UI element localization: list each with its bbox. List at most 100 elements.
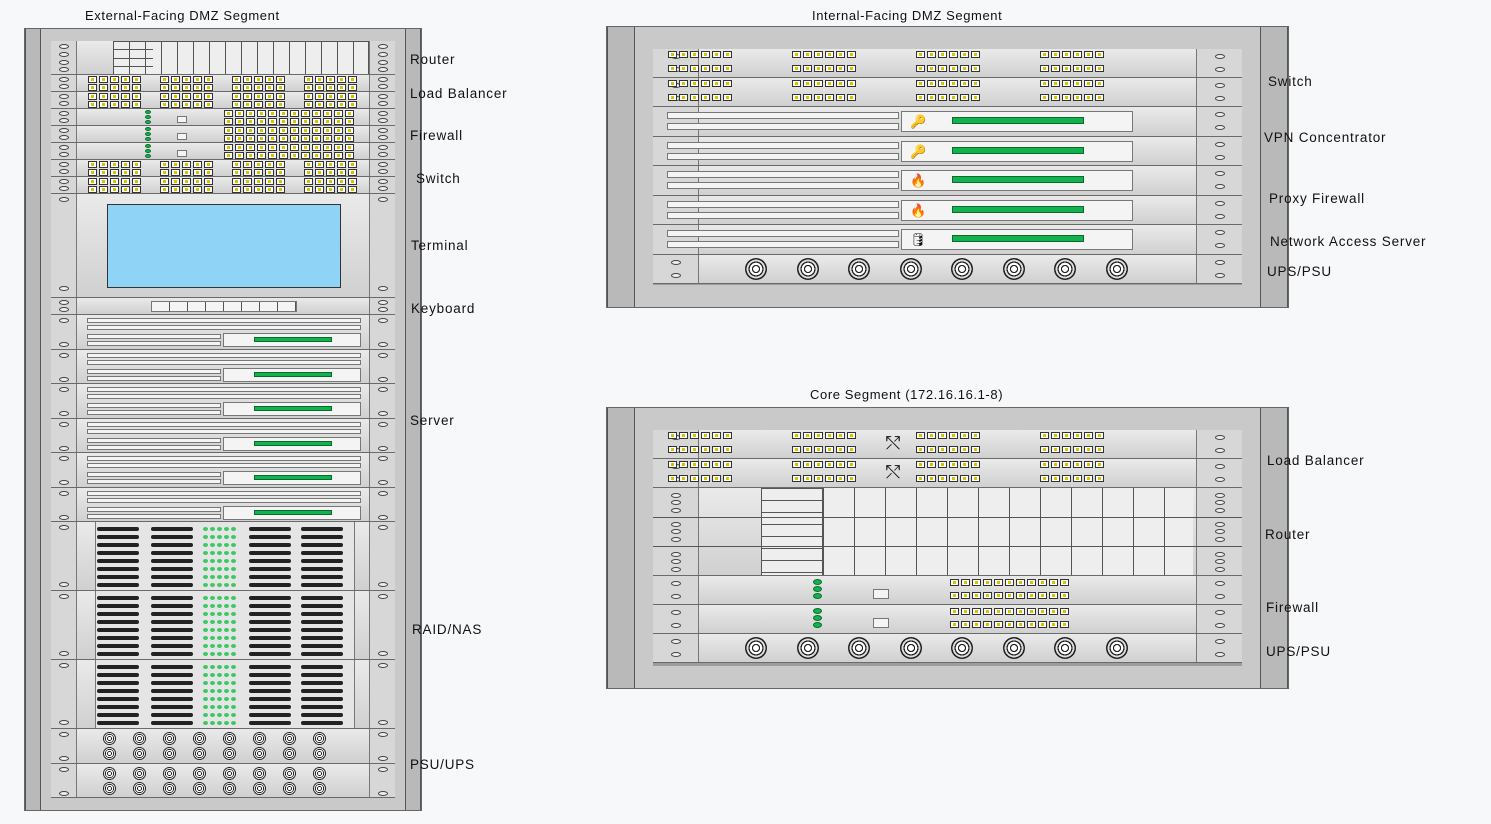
disk-slot [97, 583, 139, 587]
port-group [667, 432, 733, 439]
disk-slot [97, 559, 139, 563]
console-port [873, 589, 889, 599]
status-led [145, 137, 151, 141]
disk-led [203, 652, 208, 656]
fan-icon [163, 781, 176, 795]
network-port [132, 101, 141, 108]
network-port [1084, 475, 1093, 482]
port-group [303, 93, 358, 100]
label-core-firewall: Firewall [1266, 600, 1319, 615]
database-icon: 🛢 [910, 232, 927, 247]
disk-slot [151, 713, 193, 717]
status-bar [254, 406, 332, 411]
port-group [791, 65, 857, 72]
network-port [323, 110, 332, 117]
vpn-concentrator-unit: 🔑 [653, 136, 1242, 166]
network-port [99, 178, 108, 185]
network-port [960, 65, 969, 72]
firewall-unit [51, 143, 395, 160]
disk-led [231, 665, 236, 669]
firewall-unit [51, 109, 395, 126]
status-led [813, 593, 822, 599]
network-port [235, 110, 244, 117]
disk-led [203, 681, 208, 685]
disk-led [203, 583, 208, 587]
network-port [345, 118, 354, 125]
network-port [1073, 475, 1082, 482]
network-port [949, 94, 958, 101]
network-port [88, 84, 97, 91]
disk-slot [97, 612, 139, 616]
network-port [257, 118, 266, 125]
core-load-balancer-unit: ⤲ [653, 459, 1242, 488]
network-port [1060, 608, 1069, 615]
server-panel [223, 367, 361, 382]
network-port [315, 169, 324, 176]
network-port [847, 461, 856, 468]
network-port [971, 475, 980, 482]
disk-led [217, 596, 222, 600]
network-port [182, 178, 191, 185]
network-port [345, 144, 354, 151]
disk-slot [249, 535, 291, 539]
network-port [814, 475, 823, 482]
disk-slot [249, 644, 291, 648]
firewall-icon: 🔥 [910, 202, 927, 218]
network-port [279, 135, 288, 142]
disk-slot [301, 644, 343, 648]
network-port [971, 80, 980, 87]
port-group [231, 161, 286, 168]
network-port [938, 51, 947, 58]
disk-led [203, 559, 208, 563]
disk-led [224, 612, 229, 616]
network-port [160, 93, 169, 100]
network-port [1038, 608, 1047, 615]
core-segment-title: Core Segment (172.16.16.1-8) [810, 387, 1004, 402]
raid-bay [95, 591, 355, 659]
disk-slot [301, 551, 343, 555]
network-port [712, 80, 721, 87]
network-port [204, 186, 213, 193]
server-panel [223, 471, 361, 485]
external-segment-title: External-Facing DMZ Segment [85, 8, 280, 23]
disk-slot [151, 567, 193, 571]
port-group [1039, 94, 1105, 101]
disk-led [210, 644, 215, 648]
drive-bay [87, 359, 361, 365]
firewall-icon: 🔥 [910, 173, 927, 188]
network-port [160, 76, 169, 83]
network-port [254, 76, 263, 83]
network-port [132, 186, 141, 193]
disk-led [217, 665, 222, 669]
network-port [679, 475, 688, 482]
disk-led [210, 543, 215, 547]
disk-led [210, 567, 215, 571]
network-port [160, 161, 169, 168]
network-port [315, 161, 324, 168]
network-port [243, 178, 252, 185]
disk-led [231, 705, 236, 709]
disk-slot [249, 559, 291, 563]
port-group [159, 186, 214, 193]
fan-icon [1054, 257, 1076, 280]
network-port [1095, 94, 1104, 101]
network-port [246, 144, 255, 151]
network-port [99, 93, 108, 100]
disk-slot [97, 689, 139, 693]
drive-bay [667, 230, 899, 237]
network-port [312, 152, 321, 159]
network-port [1040, 461, 1049, 468]
disk-led [203, 689, 208, 693]
network-port [301, 127, 310, 134]
network-port [1049, 592, 1058, 599]
network-port [1038, 579, 1047, 586]
internal-ups-unit [653, 254, 1242, 284]
network-port [326, 186, 335, 193]
network-port [88, 93, 97, 100]
port-group [303, 161, 358, 168]
network-port [88, 161, 97, 168]
port-group [231, 101, 286, 108]
port-group [87, 76, 142, 83]
disk-led [217, 583, 222, 587]
drive-bay [87, 387, 361, 392]
